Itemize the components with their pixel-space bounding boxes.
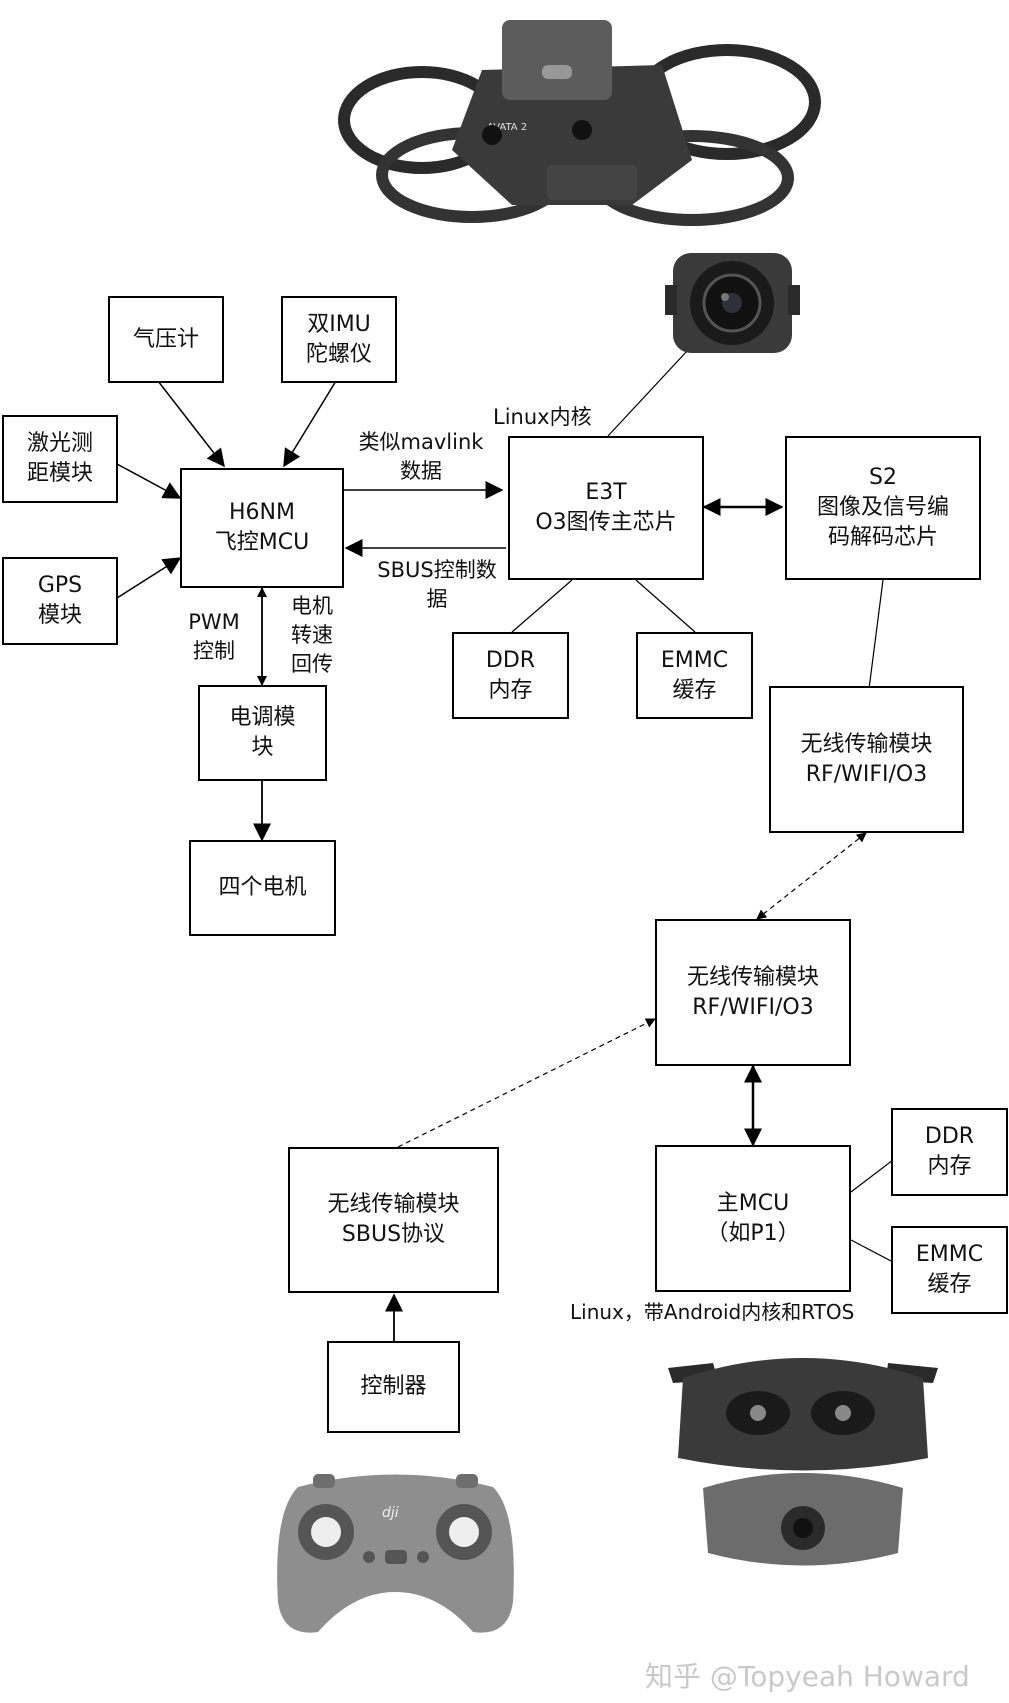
pwm-line-1: PWM xyxy=(188,610,240,634)
goggles-emmc-line-1: EMMC xyxy=(915,1242,984,1267)
controller-brand-label: dji xyxy=(382,1505,399,1521)
gps-line-2: 模块 xyxy=(37,603,82,628)
drone-ddr-line-2: 内存 xyxy=(488,677,533,703)
mavlink-label: 类似mavlink 数据 xyxy=(356,428,486,486)
esc-box: 电调模 块 xyxy=(198,685,327,781)
main-mcu-line-2: （如P1） xyxy=(706,1220,800,1246)
e3t-line-1: E3T xyxy=(585,480,627,505)
barometer-line-1: 气压计 xyxy=(132,326,199,352)
sbus-control-line-1: SBUS控制数 xyxy=(377,558,497,582)
drone-wireless-line-2: RF/WIFI/O3 xyxy=(805,761,928,787)
sbus-control-line-2: 据 xyxy=(426,587,448,611)
drone-wireless-line-1: 无线传输模块 xyxy=(800,731,933,757)
watermark: 知乎 @Topyeah Howard xyxy=(645,1660,970,1693)
motor-feedback-line-2: 转速 xyxy=(291,623,333,647)
goggles-os-line-1: Linux，带Android内核和RTOS xyxy=(570,1300,855,1324)
main-mcu-box: 主MCU （如P1） xyxy=(655,1145,851,1292)
dual-imu-line-1: 双IMU xyxy=(307,311,371,337)
goggles-emmc-line-2: 缓存 xyxy=(927,1272,972,1297)
motors-box: 四个电机 xyxy=(189,840,336,936)
gps-line-1: GPS xyxy=(37,573,83,598)
motor-feedback-line-1: 电机 xyxy=(291,594,333,618)
e3t-line-2: O3图传主芯片 xyxy=(535,510,677,535)
goggles-ddr-line-1: DDR xyxy=(924,1124,975,1149)
goggles-emmc-box: EMMC 缓存 xyxy=(891,1226,1008,1314)
line-e3t-emmc xyxy=(635,579,696,633)
e3t-chip-box: E3T O3图传主芯片 xyxy=(508,436,704,580)
flight-controller-line-2: 飞控MCU xyxy=(214,530,310,555)
arrow-laser-to-fc xyxy=(116,463,182,499)
gps-box: GPS 模块 xyxy=(2,557,118,645)
motor-feedback-line-3: 回传 xyxy=(291,652,333,676)
s2-line-1: S2 xyxy=(869,465,897,490)
flight-controller-box: H6NM 飞控MCU xyxy=(180,468,344,588)
controller-line-1: 控制器 xyxy=(360,1374,427,1399)
flight-controller-line-1: H6NM xyxy=(229,500,295,525)
pwm-label: PWM 控制 xyxy=(181,608,247,666)
esc-line-1: 电调模 xyxy=(229,705,296,730)
controller-box: 控制器 xyxy=(327,1341,460,1433)
barometer-box: 气压计 xyxy=(108,296,224,383)
drone-emmc-box: EMMC 缓存 xyxy=(636,632,753,719)
motor-feedback-label: 电机 转速 回传 xyxy=(282,592,342,679)
controller-wireless-box: 无线传输模块 SBUS协议 xyxy=(288,1147,499,1293)
drone-emmc-line-2: 缓存 xyxy=(672,677,717,703)
controller-wireless-line-1: 无线传输模块 xyxy=(327,1192,460,1217)
arrow-barometer-to-fc xyxy=(157,380,225,468)
goggles-wireless-box: 无线传输模块 RF/WIFI/O3 xyxy=(655,919,851,1066)
s2-line-2: 图像及信号编 xyxy=(816,495,949,520)
sbus-control-label: SBUS控制数 据 xyxy=(369,556,505,614)
drone-brand-label: AVATA 2 xyxy=(487,122,527,133)
arrow-gps-to-fc xyxy=(116,557,182,599)
mavlink-line-1: 类似mavlink xyxy=(358,430,484,454)
goggles-ddr-line-2: 内存 xyxy=(927,1154,972,1179)
line-mcu-emmc xyxy=(850,1239,894,1263)
line-mcu-ddr xyxy=(850,1159,894,1193)
camera-image xyxy=(665,253,800,353)
arrow-imu-to-fc xyxy=(283,380,337,468)
link-controller-goggles xyxy=(397,1018,656,1148)
goggles-image xyxy=(668,1358,938,1566)
esc-line-2: 块 xyxy=(251,735,274,760)
line-e3t-ddr xyxy=(511,579,573,633)
line-s2-wireless xyxy=(868,579,884,690)
pwm-line-2: 控制 xyxy=(193,639,235,663)
drone-ddr-box: DDR 内存 xyxy=(452,632,569,719)
motors-line-1: 四个电机 xyxy=(218,875,307,900)
mavlink-line-2: 数据 xyxy=(400,459,442,483)
goggles-wireless-line-1: 无线传输模块 xyxy=(686,964,819,990)
s2-line-3: 码解码芯片 xyxy=(827,525,938,550)
dual-imu-line-2: 陀螺仪 xyxy=(305,341,372,367)
drone-emmc-line-1: EMMC xyxy=(660,647,729,673)
drone-wireless-box: 无线传输模块 RF/WIFI/O3 xyxy=(769,686,964,833)
laser-ranging-line-2: 距模块 xyxy=(26,461,93,486)
link-drone-goggles xyxy=(756,832,867,920)
drone-image: AVATA 2 xyxy=(338,20,821,226)
goggles-wireless-line-2: RF/WIFI/O3 xyxy=(692,994,814,1020)
drone-ddr-line-1: DDR xyxy=(485,647,536,673)
s2-chip-box: S2 图像及信号编 码解码芯片 xyxy=(785,436,981,580)
goggles-ddr-box: DDR 内存 xyxy=(891,1108,1008,1196)
main-mcu-line-1: 主MCU xyxy=(716,1190,790,1216)
laser-ranging-line-1: 激光测 xyxy=(26,431,93,456)
goggles-os-label: Linux，带Android内核和RTOS xyxy=(570,1298,854,1327)
linux-kernel-line-1: Linux内核 xyxy=(493,405,592,429)
controller-wireless-line-2: SBUS协议 xyxy=(341,1222,446,1247)
line-camera-e3t xyxy=(607,349,689,437)
linux-kernel-label: Linux内核 xyxy=(493,403,592,432)
laser-ranging-box: 激光测 距模块 xyxy=(2,415,118,503)
dual-imu-box: 双IMU 陀螺仪 xyxy=(281,296,397,383)
remote-controller-image: dji xyxy=(277,1474,514,1633)
